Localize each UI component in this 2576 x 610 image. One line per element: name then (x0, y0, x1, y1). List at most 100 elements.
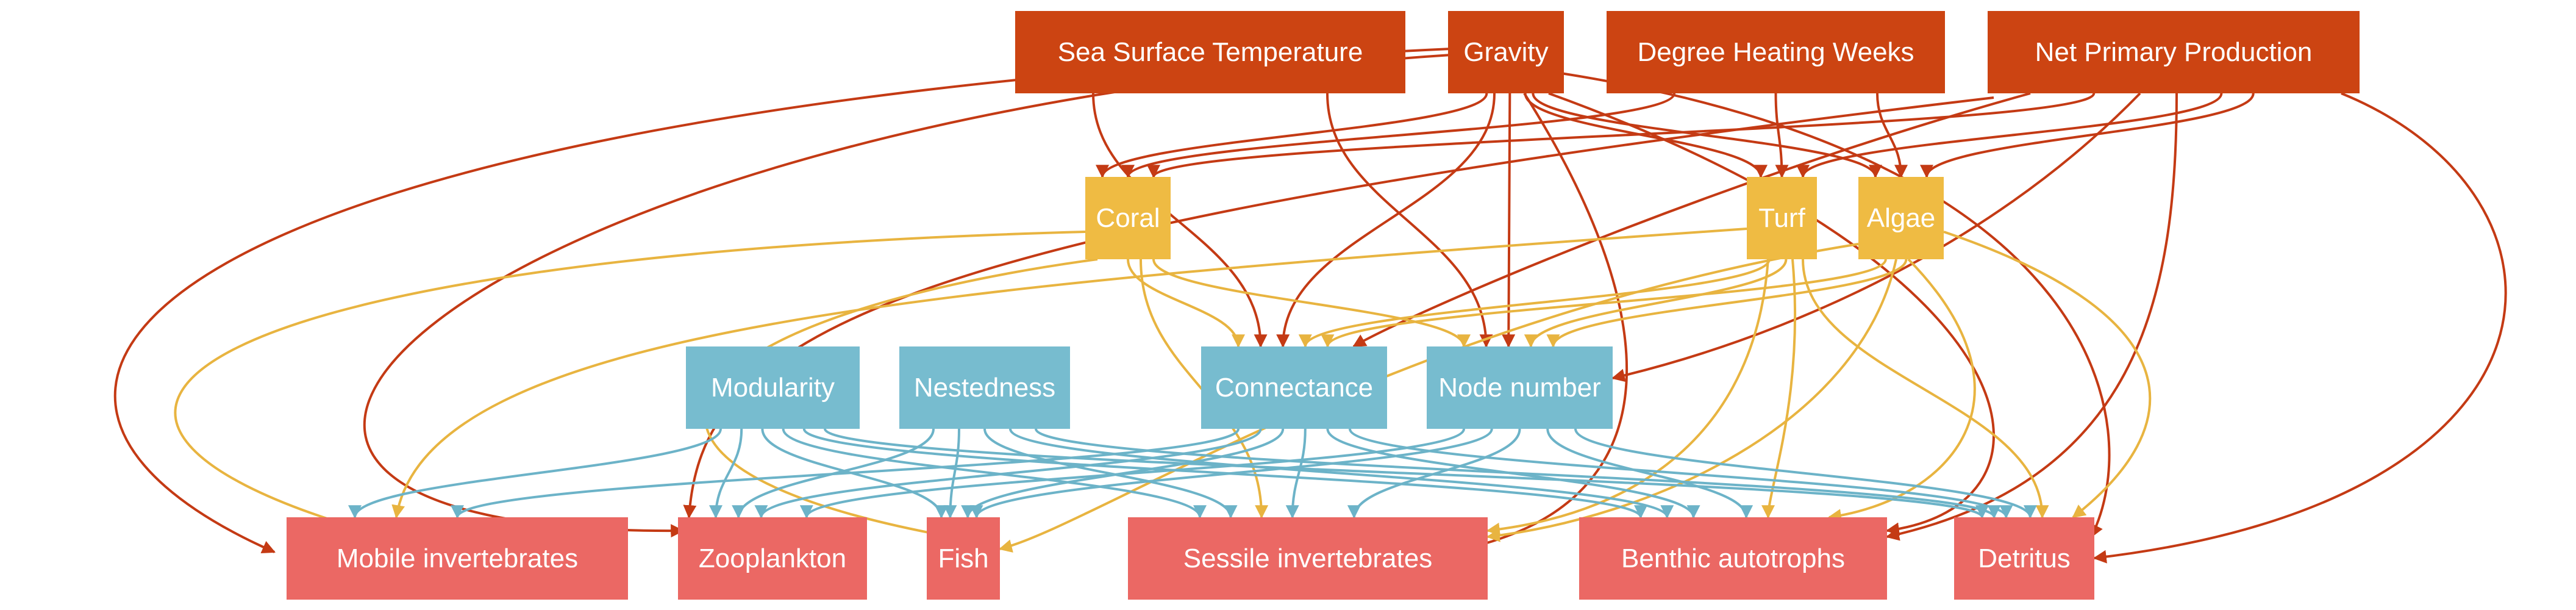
node-turf: Turf (1747, 177, 1817, 259)
node-box-mobile (287, 517, 628, 600)
node-label-mobile: Mobile invertebrates (337, 544, 578, 573)
node-label-zooplankton: Zooplankton (699, 544, 846, 573)
edge-turf-to-nodenumber (1524, 259, 1788, 348)
edge-gravity-to-nodenumber (1502, 93, 1516, 348)
node-dhw: Degree Heating Weeks (1607, 11, 1945, 93)
node-box-zooplankton (678, 517, 867, 600)
edge-dhw-to-turf (1774, 93, 1789, 179)
node-npp: Net Primary Production (1988, 11, 2360, 93)
edge-npp-to-connectance (1352, 92, 2031, 348)
nodes-layer: Sea Surface Temperature Gravity Degree Hea… (287, 11, 2360, 600)
node-label-dhw: Degree Heating Weeks (1637, 37, 1914, 67)
edge-npp-to-nodenumber (1611, 92, 2141, 382)
node-label-fish: Fish (938, 544, 988, 573)
node-label-connectance: Connectance (1215, 373, 1373, 403)
edge-turf-to-mobile (391, 228, 1747, 519)
node-label-sessile: Sessile invertebrates (1183, 544, 1432, 573)
node-label-benthic: Benthic autotrophs (1621, 544, 1845, 573)
edge-nodenumber-to-benthic (1546, 428, 1754, 519)
edge-modularity-to-zooplankton (709, 428, 743, 519)
node-label-sst: Sea Surface Temperature (1058, 37, 1363, 67)
node-box-connectance (1201, 346, 1387, 429)
node-label-nestedness: Nestedness (914, 373, 1055, 403)
node-box-nestedness (899, 346, 1070, 429)
edge-algae-to-connectance (1321, 259, 1887, 348)
edge-modularity-to-detritus (824, 428, 1989, 519)
edge-npp-to-benthic (1885, 93, 2178, 541)
node-detritus: Detritus (1954, 517, 2094, 600)
edge-npp-to-coral (1147, 93, 2096, 179)
edge-nodenumber-to-detritus (1574, 428, 2037, 519)
edge-gravity-to-detritus (1560, 72, 2111, 538)
node-fish: Fish (927, 517, 1000, 600)
node-label-coral: Coral (1096, 203, 1160, 233)
node-box-detritus (1954, 517, 2094, 600)
edge-nodenumber-to-sessile (1347, 428, 1521, 519)
node-label-turf: Turf (1758, 203, 1805, 233)
edge-npp-to-algae (1920, 93, 2255, 179)
edge-sst-to-nodenumber (1326, 93, 1493, 348)
node-zooplankton: Zooplankton (678, 517, 867, 600)
edge-nodenumber-to-fish (969, 428, 1493, 519)
node-box-nodenumber (1427, 346, 1613, 429)
node-label-algae: Algae (1867, 203, 1936, 233)
node-label-detritus: Detritus (1978, 544, 2071, 573)
node-label-nodenumber: Node number (1438, 373, 1601, 403)
edge-nestedness-to-benthic (1009, 428, 1674, 519)
node-box-gravity (1448, 11, 1564, 93)
edge-coral-to-connectance (1127, 259, 1245, 348)
node-box-algae (1858, 177, 1944, 259)
node-box-benthic (1579, 517, 1887, 600)
node-box-coral (1085, 177, 1171, 259)
edges-layer (114, 48, 2507, 564)
edge-npp-to-detritus (2093, 92, 2507, 564)
node-sessile: Sessile invertebrates (1128, 517, 1488, 600)
node-coral: Coral (1085, 177, 1171, 259)
node-box-npp (1988, 11, 2360, 93)
edge-npp-to-turf (1796, 93, 2223, 179)
node-label-npp: Net Primary Production (2035, 37, 2313, 67)
edge-turf-to-detritus (1802, 259, 2049, 519)
node-label-gravity: Gravity (1463, 37, 1548, 67)
edge-gravity-to-zooplankton (363, 54, 1452, 538)
edge-nestedness-to-fish (943, 428, 960, 519)
edge-gravity-to-mobile (114, 48, 1452, 554)
edge-nodenumber-to-zooplankton (800, 428, 1465, 519)
edge-modularity-to-mobile (348, 428, 722, 519)
edge-connectance-to-mobile (451, 428, 1240, 519)
edge-dhw-to-coral (1121, 93, 1675, 179)
node-box-modularity (686, 346, 860, 429)
edge-algae-to-nodenumber (1546, 259, 1908, 348)
edge-turf-to-sessile (1486, 259, 1769, 536)
edge-coral-to-mobile (174, 231, 1086, 534)
node-modularity: Modularity (686, 346, 860, 429)
edge-nestedness-to-sessile (983, 428, 1238, 519)
node-mobile: Mobile invertebrates (287, 517, 628, 600)
edge-algae-to-benthic (1827, 258, 1976, 523)
edge-turf-to-benthic (1761, 259, 1797, 519)
node-label-modularity: Modularity (711, 373, 835, 403)
edge-connectance-to-sessile (1285, 428, 1307, 519)
edge-algae-to-sessile (1486, 259, 1897, 542)
node-nestedness: Nestedness (899, 346, 1070, 429)
node-box-turf (1747, 177, 1817, 259)
edge-coral-to-nodenumber (1152, 259, 1471, 348)
edge-connectance-to-detritus (1349, 428, 2013, 519)
edge-connectance-to-benthic (1326, 428, 1700, 519)
node-connectance: Connectance (1201, 346, 1387, 429)
node-box-fish (927, 517, 1000, 600)
node-box-sst (1015, 11, 1405, 93)
edge-modularity-to-sessile (782, 428, 1207, 519)
edge-turf-to-connectance (1299, 259, 1771, 348)
edge-connectance-to-zooplankton (754, 428, 1262, 519)
node-box-sessile (1128, 517, 1488, 600)
node-benthic: Benthic autotrophs (1579, 517, 1887, 600)
node-gravity: Gravity (1448, 11, 1564, 93)
node-nodenumber: Node number (1427, 346, 1613, 429)
edge-sst-to-connectance (1092, 93, 1268, 348)
edge-gravity-to-coral (1096, 93, 1488, 179)
edge-gravity-to-sessile (1461, 92, 1629, 553)
node-box-dhw (1607, 11, 1945, 93)
